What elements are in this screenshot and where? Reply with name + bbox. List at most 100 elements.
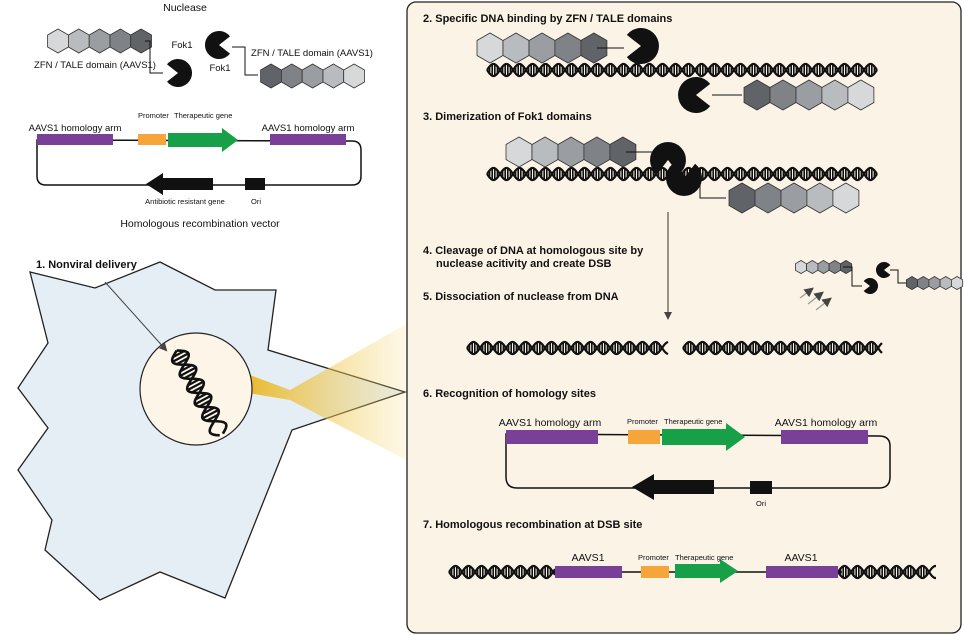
- zfn-right-hexagon: [322, 63, 345, 89]
- vector-caption: Homologous recombination vector: [120, 218, 280, 230]
- vector-backbone: [36, 139, 362, 186]
- promoter-label: Promoter: [138, 111, 169, 120]
- nuclease-title: Nuclease: [163, 2, 207, 14]
- helix-strand-b: [448, 564, 556, 580]
- fok1-shape: [863, 278, 879, 294]
- cell-section: 1. Nonviral delivery: [17, 259, 410, 601]
- zfn-right-hexagon: [260, 63, 282, 89]
- helix-strand-b: [837, 564, 936, 580]
- step7-promoter-label: Promoter: [638, 553, 669, 562]
- step7-label: 7. Homologous recombination at DSB site: [423, 519, 642, 531]
- zfn-left-hexagon: [88, 28, 111, 54]
- fok1-shape: [666, 163, 702, 196]
- dna-fragment-left: [466, 340, 669, 356]
- step5-group: 5. Dissociation of nuclease from DNA: [423, 291, 883, 356]
- arm-left-label: AAVS1 homology arm: [29, 123, 122, 134]
- step3-label: 3. Dimerization of Fok1 domains: [423, 111, 592, 123]
- fok1-top-label: Fok1: [171, 40, 192, 51]
- helix-strand-a: [682, 340, 883, 356]
- zfn-domain-dissociated-left: [795, 260, 853, 274]
- fok1-dissociated-left-icon: [863, 278, 879, 294]
- fok1-step2-top-icon: [626, 28, 659, 65]
- step4-label-line2: nuclease acitivity and create DSB: [436, 258, 612, 270]
- helix-strand-b: [486, 62, 878, 78]
- step5-label: 5. Dissociation of nuclease from DNA: [423, 291, 619, 303]
- fok1-dissociated-right-icon: [875, 262, 891, 278]
- helix-strand-a: [448, 564, 556, 580]
- step7-gene-label: Therapeutic gene: [675, 553, 733, 562]
- promoter-block: [138, 134, 166, 145]
- linker-line-left: [145, 40, 163, 74]
- zfn-dissociated-right-hexagon: [939, 276, 952, 290]
- promoter-step6: [628, 430, 660, 444]
- step6-label: 6. Recognition of homology sites: [423, 388, 596, 400]
- helix-strand-a: [837, 564, 936, 580]
- fok1-domain-left-icon: [167, 59, 193, 87]
- aavs1-right-step7: [766, 566, 838, 578]
- nuclease-section: Nuclease ZFN / TALE domain (AAVS1) Fok1 …: [34, 2, 373, 89]
- zfn-domain-step3-top: [505, 136, 637, 168]
- dna-end-right: [837, 564, 936, 580]
- step7-left-label: AAVS1: [571, 552, 604, 564]
- therapeutic-gene-step6: [662, 423, 745, 451]
- step7-group: 7. Homologous recombination at DSB site …: [423, 519, 936, 583]
- step6-ori-label: Ori: [756, 499, 766, 508]
- fok1-shape: [678, 77, 711, 113]
- aavs1-left-step7: [555, 566, 622, 578]
- step3-group: 3. Dimerization of Fok1 domains: [423, 111, 878, 320]
- zfn-left-hexagon: [47, 28, 69, 54]
- fok1-shape: [167, 59, 193, 87]
- ori-label: Ori: [251, 197, 261, 206]
- vector-backbone-step6: [505, 433, 891, 489]
- zfn-dissociated-right-hexagon: [951, 276, 964, 290]
- helix-strand-b: [466, 340, 669, 356]
- step2-group: 2. Specific DNA binding by ZFN / TALE do…: [423, 13, 878, 113]
- antibiotic-gene-step6: [632, 474, 714, 500]
- zfn-right-hexagon: [280, 63, 303, 89]
- zfn-left-hexagon: [109, 28, 132, 54]
- antibiotic-label: Antibiotic resistant gene: [145, 197, 225, 206]
- homology-arm-left-step6: [506, 430, 598, 444]
- step6-group: 6. Recognition of homology sites AAVS1 h…: [423, 388, 891, 508]
- zfn-dissociated-right-hexagon: [917, 276, 930, 290]
- zfn-left-hexagon: [130, 28, 152, 54]
- ori-block: [245, 178, 265, 190]
- zfn-right-hexagon: [301, 63, 324, 89]
- linker-dissociated-left: [843, 266, 862, 287]
- zfn-step2-top-hexagon: [580, 32, 608, 64]
- step6-promoter-label: Promoter: [627, 417, 658, 426]
- homology-arm-left: [37, 134, 113, 145]
- zfn-domain-left: [47, 28, 152, 54]
- zfn-dissociated-right-hexagon: [928, 276, 941, 290]
- zfn-domain-step2-top: [476, 32, 608, 64]
- zfn-domain-right: [260, 63, 365, 89]
- zfn-domain-dissociated-right: [906, 276, 964, 290]
- ori-step6: [750, 481, 772, 494]
- fok1-domain-right-icon: [204, 31, 230, 59]
- zfn-step3-bottom-hexagon: [832, 182, 860, 214]
- fok1-shape: [650, 142, 686, 175]
- fok1-shape: [204, 31, 230, 59]
- zfn-dissociated-left-hexagon: [795, 260, 807, 274]
- promoter-step7: [641, 566, 669, 578]
- fok1-shape: [626, 28, 659, 65]
- motion-arrows-icon: [799, 287, 832, 311]
- zfn-right-hexagon: [343, 63, 365, 89]
- homology-arm-right-step6: [781, 430, 868, 444]
- step4-label-line1: 4. Cleavage of DNA at homologous site by: [423, 245, 644, 257]
- arm-right-label: AAVS1 homology arm: [262, 123, 355, 134]
- linker-step3-bottom: [684, 181, 726, 199]
- fok1-step3-bottom-icon: [666, 163, 702, 196]
- fok1-step3-top-icon: [650, 142, 686, 175]
- zfn-domain-step2-bottom: [743, 79, 875, 111]
- zfn-step3-top-hexagon: [609, 136, 637, 168]
- helix-strand-b: [486, 166, 878, 182]
- linker-line-right: [232, 46, 258, 76]
- helix-strand-a: [466, 340, 669, 356]
- dna-fragment-right: [682, 340, 883, 356]
- step6-gene-label: Therapeutic gene: [664, 417, 722, 426]
- step6-arm-right-label: AAVS1 homology arm: [775, 417, 878, 429]
- therapeutic-gene-arrow: [168, 128, 238, 152]
- dna-helix-step2: [486, 62, 878, 78]
